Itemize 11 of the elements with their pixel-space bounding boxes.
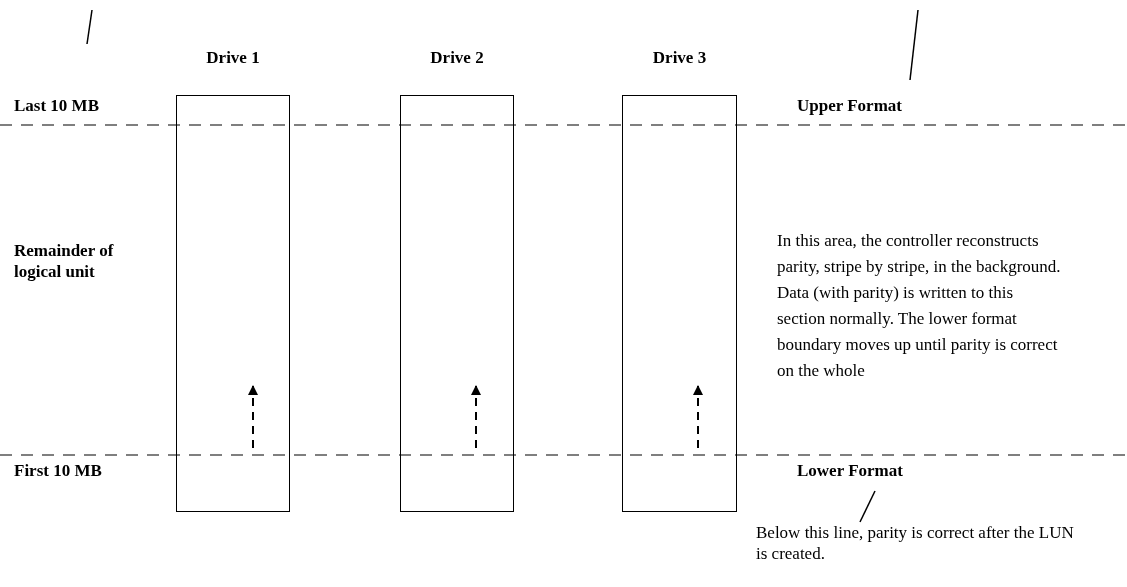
description-text: In this area, the controller reconstructs parity, stripe by stripe, in the background. Data (with parity) is written to this section normally. The lower format boundary moves up until parity is correct on the whole <box>777 230 1062 382</box>
note-text: Lower Format <box>797 460 904 481</box>
boundary-label: Last 10 MB <box>14 95 100 116</box>
boundary-label: First 10 MB <box>14 460 103 481</box>
region-label: Remainder of logical unit <box>14 240 115 282</box>
drive-label: Drive 2 <box>430 48 484 68</box>
drive-label: Drive 1 <box>206 48 260 68</box>
format-label: Upper Format <box>797 95 903 116</box>
note-text: Below this line, parity is correct after the LUN is created. <box>756 522 1075 564</box>
drive-label: Drive 3 <box>652 48 707 68</box>
leader-line <box>859 490 876 523</box>
